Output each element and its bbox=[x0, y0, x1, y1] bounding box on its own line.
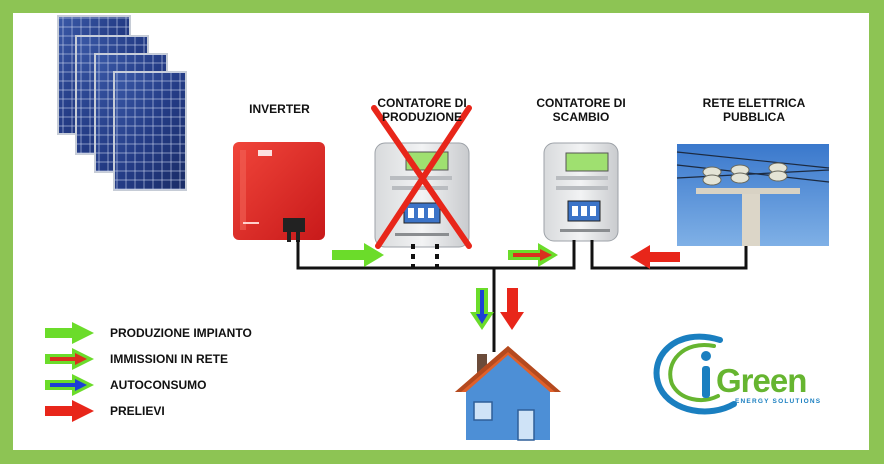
legend-item-withdrawal: PRELIEVI bbox=[110, 404, 165, 418]
inverter-device bbox=[233, 142, 325, 242]
production-meter-label-line2: PRODUZIONE bbox=[381, 110, 462, 124]
legend-arrow-self-consumption bbox=[45, 374, 94, 396]
exchange-meter-label-line1: CONTATORE DI bbox=[536, 96, 626, 110]
exchange-meter-label: CONTATORE DI SCAMBIO bbox=[515, 96, 647, 124]
feed-in-flow-arrow bbox=[508, 243, 558, 267]
production-meter-leads bbox=[411, 244, 439, 268]
grid-label-line1: RETE ELETTRICA bbox=[702, 96, 806, 110]
production-meter-label-line1: CONTATORE DI bbox=[377, 96, 467, 110]
legend-item-self-consumption: AUTOCONSUMO bbox=[110, 378, 207, 392]
logo-wordmark: Green bbox=[716, 362, 807, 399]
logo-tagline: ENERGY SOLUTIONS bbox=[735, 398, 822, 405]
legend-item-feed-in: IMMISSIONI IN RETE bbox=[110, 352, 229, 366]
power-grid-image bbox=[676, 144, 830, 246]
exchange-meter-label-line2: SCAMBIO bbox=[552, 110, 610, 124]
production-meter-label: CONTATORE DI PRODUZIONE bbox=[352, 96, 492, 124]
self-consumption-flow-arrow bbox=[470, 288, 494, 330]
grid-label: RETE ELETTRICA PUBBLICA bbox=[684, 96, 824, 124]
solar-panels bbox=[57, 15, 187, 191]
exchange-meter-device bbox=[543, 142, 619, 242]
legend-item-production: PRODUZIONE IMPIANTO bbox=[110, 326, 252, 340]
inverter-label: INVERTER bbox=[249, 102, 310, 116]
solar-panel bbox=[113, 71, 187, 191]
grid-label-line2: PUBBLICA bbox=[723, 110, 785, 124]
legend-arrow-feed-in bbox=[45, 348, 94, 370]
cross-out-mark bbox=[371, 105, 472, 249]
grid-draw-flow-arrow bbox=[630, 245, 680, 269]
igreen-logo-mark bbox=[653, 333, 737, 415]
legend-arrow-production bbox=[45, 322, 94, 344]
production-flow-arrow bbox=[332, 243, 384, 267]
house-icon bbox=[455, 346, 561, 441]
withdrawal-flow-arrow bbox=[500, 288, 524, 330]
legend-arrow-withdrawal bbox=[45, 400, 94, 422]
